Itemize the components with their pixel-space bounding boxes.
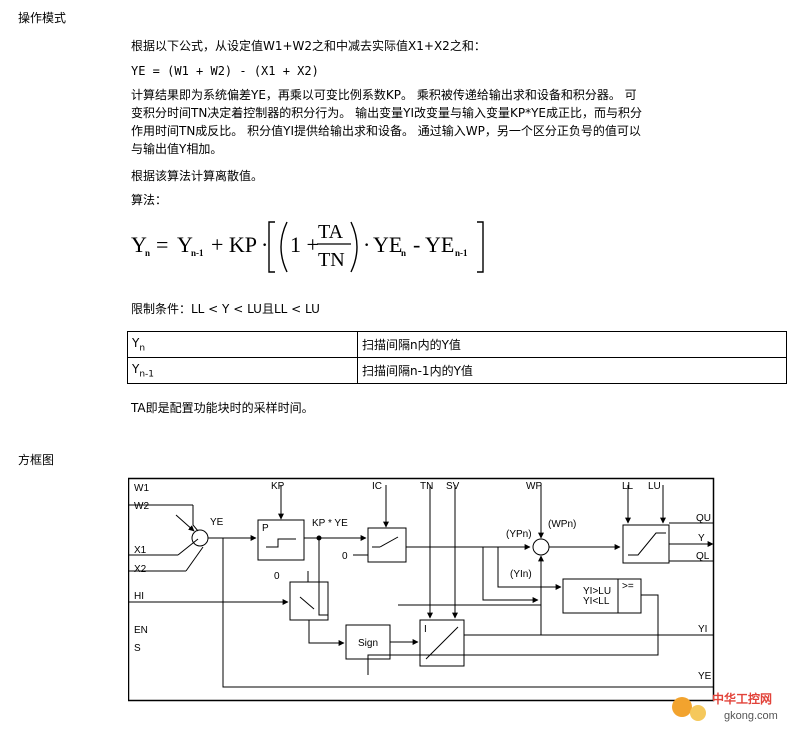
watermark-line2: gkong.com xyxy=(724,710,778,722)
label-en: EN xyxy=(134,625,148,636)
label-cmp1: YI>LU xyxy=(583,586,611,597)
constraint-text: 限制条件：LL < Y < LU且LL < LU xyxy=(131,302,320,316)
section-title-operation-mode: 操作模式 xyxy=(18,11,67,25)
sum-junction-2 xyxy=(532,538,550,556)
label-qu: QU xyxy=(696,513,711,524)
label-sv: SV xyxy=(446,481,460,492)
label-yin: (YIn) xyxy=(510,569,532,580)
label-s: S xyxy=(134,643,141,654)
label-zero-1: 0 xyxy=(342,551,348,562)
description-paragraph: 计算结果即为系统偏差YE，再乘以可变比例系数KP。 乘积被传递给输出求和设备和积… xyxy=(131,86,642,158)
label-y: Y xyxy=(698,533,705,544)
label-cmp3: >= xyxy=(622,581,634,592)
formula-ye-sub: n xyxy=(401,248,406,258)
formula-den: TN xyxy=(318,249,345,271)
label-x1: X1 xyxy=(134,545,147,556)
diagram-frame xyxy=(128,477,715,702)
label-x2: X2 xyxy=(134,564,147,575)
table-row: Yn 扫描间隔n内的Y值 xyxy=(127,331,787,358)
ta-note: TA即是配置功能块时的采样时间。 xyxy=(131,401,314,415)
limiter-block xyxy=(622,524,670,564)
intro-text: 根据以下公式，从设定值W1+W2之和中减去实际值X1+X2之和： xyxy=(131,39,486,53)
algorithm-label: 算法： xyxy=(131,193,168,207)
label-ye-out: YE xyxy=(698,671,712,682)
table-cell-var: Yn-1 xyxy=(127,357,358,384)
section-title-block-diagram: 方框图 xyxy=(18,453,55,467)
label-w1: W1 xyxy=(134,483,149,494)
formula-ye2-sub: n-1 xyxy=(455,248,468,258)
label-tn: TN xyxy=(420,481,433,492)
i-block xyxy=(419,619,465,667)
label-w2: W2 xyxy=(134,501,149,512)
watermark-line1: 中华工控网 xyxy=(712,691,772,706)
formula-minus-ye: - YE xyxy=(413,232,454,257)
variable-table: Yn 扫描间隔n内的Y值 Yn-1 扫描间隔n-1内的Y值 xyxy=(127,331,787,384)
formula-t1-sub: n-1 xyxy=(191,248,204,258)
table-cell-desc: 扫描间隔n-1内的Y值 xyxy=(357,357,787,384)
formula-lhs-sub: n xyxy=(145,248,150,258)
label-ic: IC xyxy=(372,481,382,492)
watermark-logo: 中华工控网 gkong.com xyxy=(668,687,798,727)
label-sign: Sign xyxy=(358,638,378,649)
para-line: 与输出值Y相加。 xyxy=(131,142,223,156)
label-ql: QL xyxy=(696,551,710,562)
table-cell-var: Yn xyxy=(127,331,358,358)
label-cmp2: YI<LL xyxy=(583,596,610,607)
block-diagram: W1 W2 X1 X2 HI EN S KP IC TN SV WP LL LU… xyxy=(128,477,715,702)
gear-icon xyxy=(672,697,692,717)
label-wpn: (WPn) xyxy=(548,519,576,530)
formula-ye: YE xyxy=(373,232,402,257)
para-line: 变积分时间TN决定着控制器的积分行为。 输出变量YI改变量与输入变量KP*YE成… xyxy=(131,106,643,120)
para-line: 作用时间TN成反比。 积分值YI提供给输出求和设备。 通过输入WP，另一个区分正… xyxy=(131,124,641,138)
formula-plus-kp: + KP xyxy=(211,232,257,257)
label-i: I xyxy=(424,624,427,635)
label-kp: KP xyxy=(271,481,285,492)
label-kp-ye: KP * YE xyxy=(312,518,348,529)
label-yi: YI xyxy=(698,624,707,635)
discrete-note: 根据该算法计算离散值。 xyxy=(131,169,264,183)
formula-one-plus: 1 + xyxy=(290,232,319,257)
table-cell-desc: 扫描间隔n内的Y值 xyxy=(357,331,787,358)
table-row: Yn-1 扫描间隔n-1内的Y值 xyxy=(127,357,787,384)
label-p: P xyxy=(262,523,269,534)
svg-text:·: · xyxy=(261,232,268,257)
label-hi: HI xyxy=(134,591,144,602)
ye-formula: YE = (W1 + W2) - (X1 + X2) xyxy=(131,64,319,78)
formula-t1: Y xyxy=(177,232,193,257)
sum-junction-1 xyxy=(191,529,209,547)
algorithm-formula: Y n = Y n-1 + KP · 1 + TA TN · YE n - YE… xyxy=(131,221,484,273)
svg-text:·: · xyxy=(363,232,370,257)
label-ll: LL xyxy=(622,481,634,492)
label-lu: LU xyxy=(648,481,661,492)
label-zero-2: 0 xyxy=(274,571,280,582)
p-block xyxy=(257,519,305,561)
formula-num: TA xyxy=(318,221,344,243)
formula-lhs: Y xyxy=(131,232,147,257)
comparator-block xyxy=(562,578,642,614)
svg-text:=: = xyxy=(156,232,168,257)
ic-switch xyxy=(367,527,407,563)
label-ye-inner: YE xyxy=(210,517,224,528)
label-ypn: (YPn) xyxy=(506,529,532,540)
label-wp: WP xyxy=(526,481,542,492)
hi-switch xyxy=(289,581,329,621)
para-line: 计算结果即为系统偏差YE，再乘以可变比例系数KP。 乘积被传递给输出求和设备和积… xyxy=(131,88,637,102)
